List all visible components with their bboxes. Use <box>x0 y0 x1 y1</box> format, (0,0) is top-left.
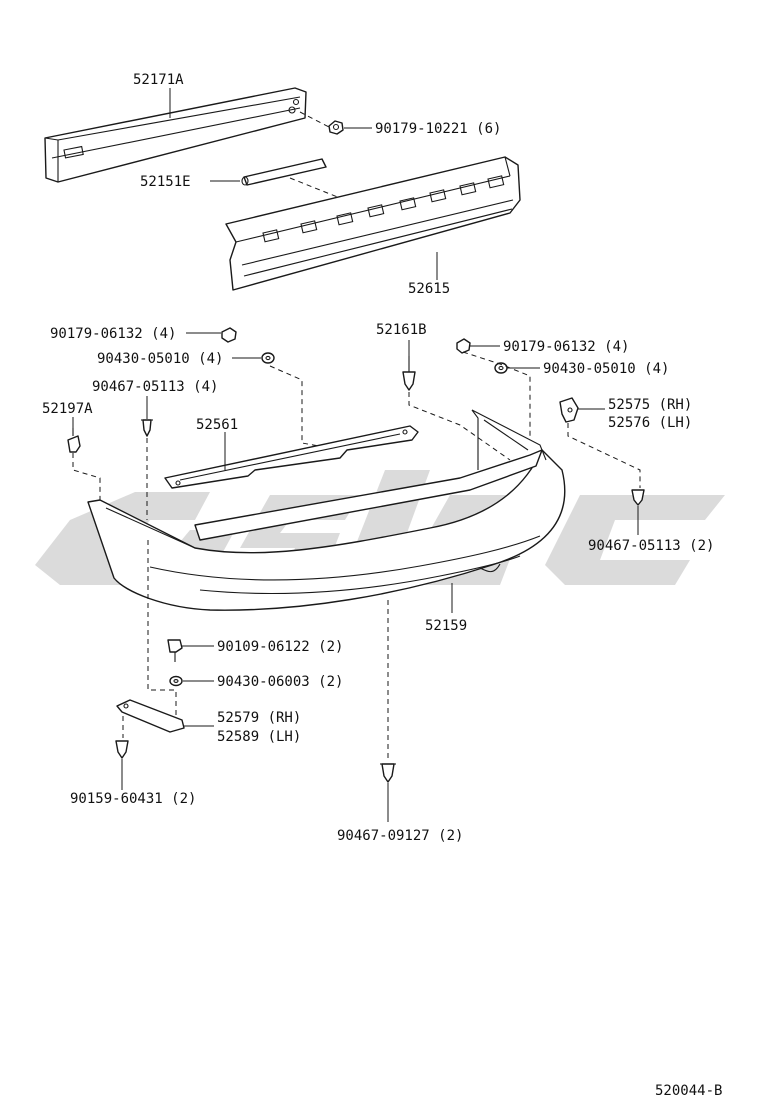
bumper-cover-label: 52159 <box>425 618 467 634</box>
washer-left-label: 90430-05010 (4) <box>97 351 223 367</box>
lower-bracket-part <box>116 699 185 733</box>
clip-left-label: 90467-05113 (4) <box>92 379 218 395</box>
washer-lower-label: 90430-06003 (2) <box>217 674 343 690</box>
screw-lower-icon <box>115 740 129 759</box>
clip-bottom-icon <box>380 763 396 783</box>
clip-right-icon <box>631 489 645 506</box>
nut-right-label: 90179-06132 (4) <box>503 339 629 355</box>
washer-left-dash <box>269 365 331 449</box>
lower-bolt-dash <box>147 540 177 720</box>
clip-left-icon <box>141 419 153 437</box>
side-bracket-dash <box>567 423 641 488</box>
stud-center-dash <box>408 392 511 461</box>
lower-bracket-rh-label: 52579 (RH) <box>217 710 301 726</box>
reinforcement-part <box>44 87 307 183</box>
rod-label: 52151E <box>140 174 191 190</box>
screw-lower-label: 90159-60431 (2) <box>70 791 196 807</box>
reinforcement-label: 52171A <box>133 72 184 88</box>
upper-bracket-label: 52561 <box>196 417 238 433</box>
clip-right-label: 90467-05113 (2) <box>588 538 714 554</box>
energy-absorber-label: 52615 <box>408 281 450 297</box>
retainer-left-icon <box>67 428 81 453</box>
side-bracket-icon <box>559 397 579 423</box>
lower-bracket-lh-label: 52589 (LH) <box>217 729 301 745</box>
side-bracket-lh-label: 52576 (LH) <box>608 415 692 431</box>
rod-dash <box>289 177 341 199</box>
nut-right-icon <box>456 338 471 354</box>
side-bracket-rh-label: 52575 (RH) <box>608 397 692 413</box>
washer-left-icon <box>261 352 275 364</box>
stud-center-icon <box>402 356 416 391</box>
absorber-slots <box>262 175 505 243</box>
washer-right-label: 90430-05010 (4) <box>543 361 669 377</box>
reinforcement-nut-icon <box>328 120 344 135</box>
nut-left-label: 90179-06132 (4) <box>50 326 176 342</box>
bolt-lower-label: 90109-06122 (2) <box>217 639 343 655</box>
nut-leader-dash <box>299 111 330 128</box>
washer-lower-icon <box>169 675 183 687</box>
retainer-left-label: 52197A <box>42 401 93 417</box>
energy-absorber-rod-part <box>241 158 327 186</box>
energy-absorber-part <box>225 156 521 291</box>
clip-bottom-label: 90467-09127 (2) <box>337 828 463 844</box>
right-fastener-dash <box>462 351 531 440</box>
bolt-lower-icon <box>167 639 183 662</box>
drawing-number: 520044-B <box>655 1083 722 1099</box>
upper-bracket-part <box>164 425 419 489</box>
stud-center-label: 52161B <box>376 322 427 338</box>
retainer-left-dash <box>72 453 101 500</box>
washer-right-icon <box>494 362 508 374</box>
bumper-cover-part <box>87 409 566 611</box>
nut-left-icon <box>221 327 237 343</box>
reinforcement-nut-label: 90179-10221 (6) <box>375 121 501 137</box>
